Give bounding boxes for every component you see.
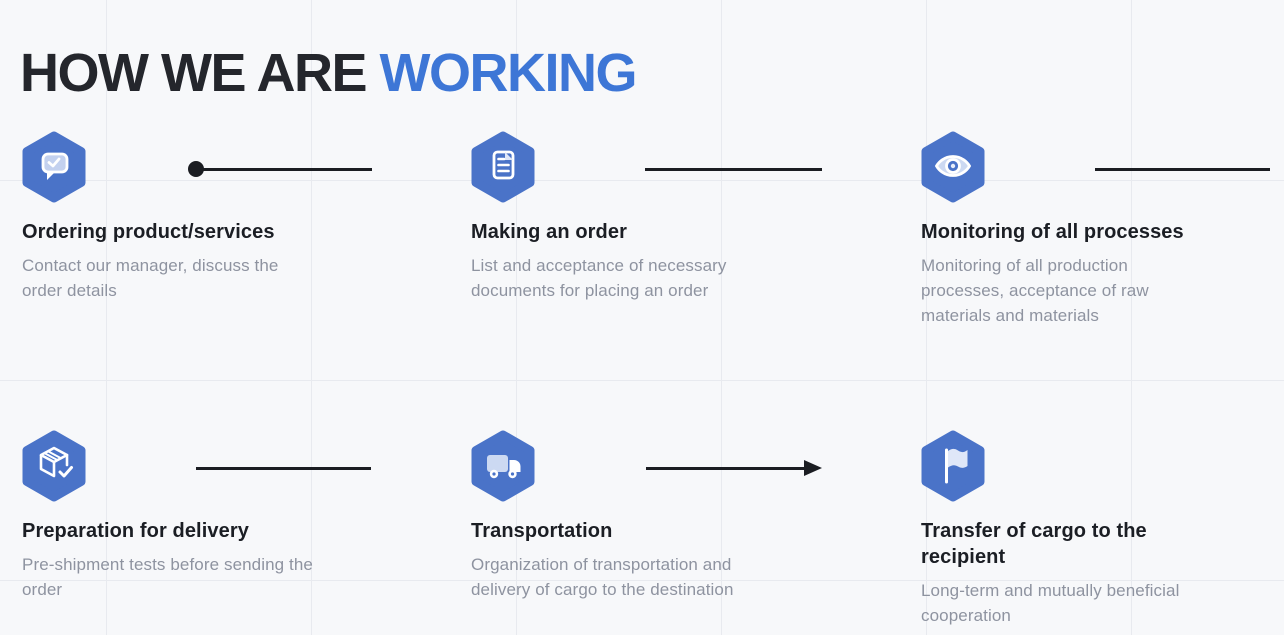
step-title: Preparation for delivery [22, 520, 249, 542]
connector-line [1095, 161, 1270, 177]
step-description: Monitoring of all production processes, … [921, 256, 1149, 325]
step-monitoring: Monitoring of all processes Monitoring o… [921, 131, 1201, 328]
step-description: Long-term and mutually beneficial cooper… [921, 581, 1180, 625]
document-icon [471, 131, 535, 203]
step-description: Pre-shipment tests before sending the or… [22, 555, 313, 599]
flag-icon [921, 430, 985, 502]
connector-bar [645, 167, 822, 171]
connector-bar [646, 466, 808, 470]
step-preparation: Preparation for delivery Pre-shipment te… [22, 430, 318, 602]
connector-dot-line [188, 161, 372, 177]
page-title: HOW WE ARE WORKING [20, 42, 637, 104]
connector-bar [196, 167, 372, 171]
connector-bar [196, 466, 371, 470]
page-title-accent: WORKING [379, 43, 637, 104]
connector-bar [1095, 167, 1270, 171]
step-title: Transfer of cargo to the recipient [921, 520, 1147, 568]
connector-line [196, 460, 371, 476]
step-description: Organization of transportation and deliv… [471, 555, 734, 599]
step-title: Making an order [471, 221, 627, 243]
chat-check-icon [22, 131, 86, 203]
step-description: Contact our manager, discuss the order d… [22, 256, 279, 300]
step-ordering: Ordering product/services Contact our ma… [22, 131, 322, 303]
page-title-dark: HOW WE ARE [20, 43, 380, 104]
connector-arrowhead-icon [804, 460, 822, 476]
package-check-icon [22, 430, 86, 502]
step-title: Monitoring of all processes [921, 221, 1184, 243]
step-transfer: Transfer of cargo to the recipient Long-… [921, 430, 1193, 628]
connector-arrow-line [646, 460, 822, 476]
connector-line [645, 161, 822, 177]
step-transportation: Transportation Organization of transport… [471, 430, 771, 602]
eye-icon [921, 131, 985, 203]
step-title: Ordering product/services [22, 221, 275, 243]
step-title: Transportation [471, 520, 613, 542]
truck-icon [471, 430, 535, 502]
step-making-order: Making an order List and acceptance of n… [471, 131, 771, 303]
step-description: List and acceptance of necessary documen… [471, 256, 727, 300]
